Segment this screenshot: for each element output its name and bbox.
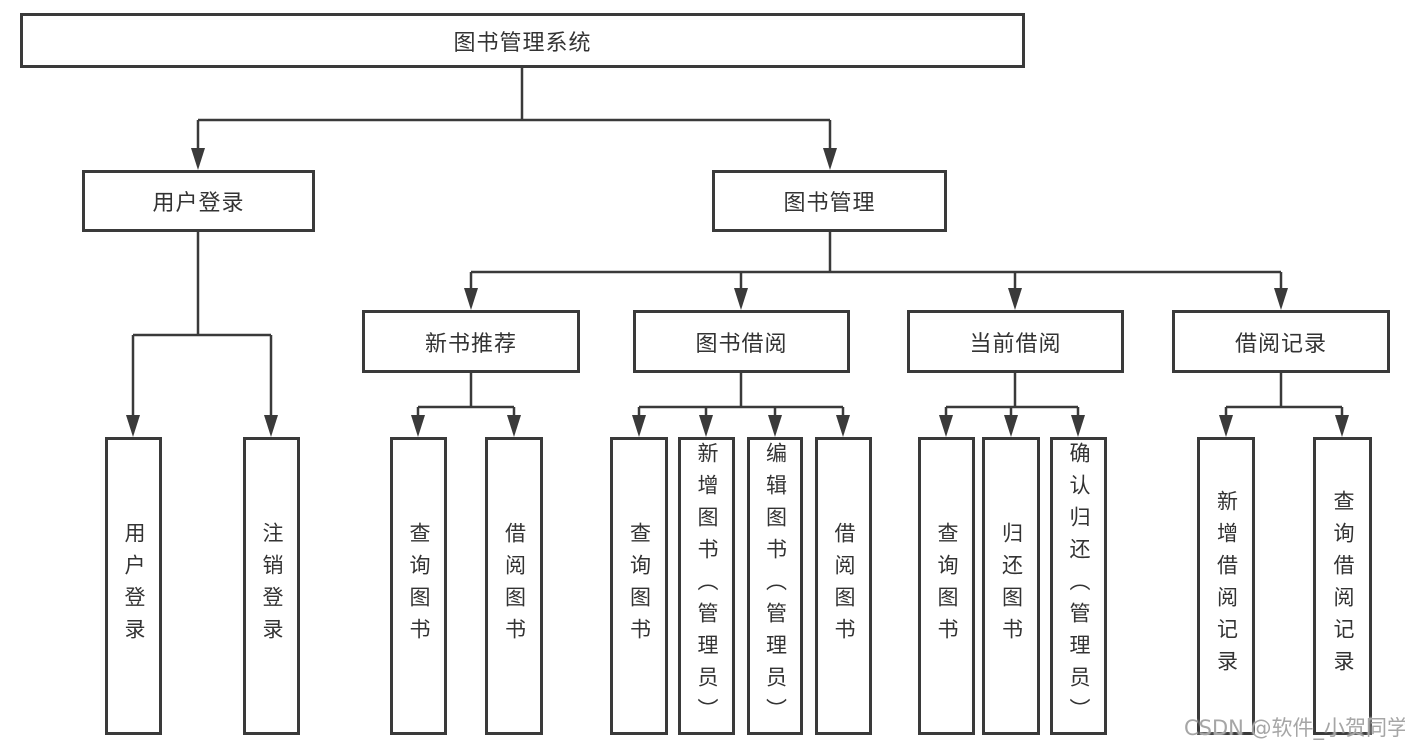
connector-book-borrow	[637, 373, 845, 415]
leaf-query-books-3: 查询图书	[918, 437, 975, 735]
arrowhead	[836, 415, 850, 437]
arrowhead	[734, 288, 748, 310]
connector-user-login	[131, 232, 273, 415]
node-label: 图书管理系统	[453, 30, 592, 56]
node-label: 用户登录	[152, 191, 245, 216]
leaf-borrow-books-2: 借阅图书	[815, 437, 872, 735]
arrowhead	[464, 288, 478, 310]
leaf-label: 归还图书	[999, 522, 1024, 650]
leaf-label: 查询图书	[935, 522, 959, 650]
leaf-label: 查询图书	[407, 522, 431, 650]
leaf-label: 查询图书	[627, 522, 652, 650]
node-label: 图书管理	[783, 191, 876, 216]
leaf-confirm-return-admin: 确认归还（管理员）	[1050, 437, 1107, 735]
leaf-add-borrow-record: 新增借阅记录	[1197, 437, 1255, 735]
leaf-return-book: 归还图书	[982, 437, 1040, 735]
connector-new-book-rec	[416, 373, 516, 415]
node-book-management: 图书管理	[712, 170, 947, 232]
leaf-borrow-books-1: 借阅图书	[485, 437, 543, 735]
leaf-label: 确认归还（管理员）	[1067, 442, 1091, 730]
node-new-book-recommend: 新书推荐	[362, 310, 580, 373]
arrowhead	[699, 415, 713, 437]
leaf-label: 借阅图书	[832, 522, 856, 650]
leaf-label: 用户登录	[122, 522, 146, 650]
watermark: CSDN @软件_小贺同学	[1184, 716, 1405, 740]
arrowhead	[1071, 415, 1085, 437]
node-label: 图书借阅	[695, 331, 788, 357]
leaf-query-books-2: 查询图书	[610, 437, 668, 735]
node-book-borrow: 图书借阅	[633, 310, 850, 373]
arrowhead	[411, 415, 425, 437]
node-label: 新书推荐	[424, 331, 517, 357]
connector-book-mgmt	[469, 232, 1283, 288]
arrowhead	[1335, 415, 1349, 437]
arrowhead	[1274, 288, 1288, 310]
arrowhead	[1008, 288, 1022, 310]
arrowhead	[823, 148, 837, 170]
connector-current-borrow	[944, 373, 1080, 415]
leaf-user-login: 用户登录	[105, 437, 162, 735]
node-user-login: 用户登录	[82, 170, 315, 232]
node-current-borrow: 当前借阅	[907, 310, 1124, 373]
arrowhead	[1219, 415, 1233, 437]
leaf-query-borrow-record: 查询借阅记录	[1313, 437, 1372, 735]
leaf-label: 注销登录	[260, 522, 284, 650]
node-root: 图书管理系统	[20, 13, 1025, 68]
arrowhead	[939, 415, 953, 437]
leaf-label: 新增借阅记录	[1214, 490, 1239, 682]
leaf-label: 查询借阅记录	[1331, 490, 1355, 682]
arrowhead	[126, 415, 140, 437]
arrowhead	[507, 415, 521, 437]
leaf-logout-login: 注销登录	[243, 437, 300, 735]
arrowhead	[768, 415, 782, 437]
node-label: 当前借阅	[969, 331, 1062, 357]
arrowhead	[632, 415, 646, 437]
connector-root-level2	[196, 68, 832, 148]
leaf-label: 借阅图书	[502, 522, 527, 650]
leaf-label: 编辑图书（管理员）	[763, 442, 788, 730]
leaf-query-books-1: 查询图书	[390, 437, 447, 735]
leaf-add-book-admin: 新增图书（管理员）	[678, 437, 735, 735]
arrowhead	[264, 415, 278, 437]
arrowhead	[1004, 415, 1018, 437]
arrowhead	[191, 148, 205, 170]
connector-borrow-record	[1224, 373, 1344, 415]
leaf-label: 新增图书（管理员）	[695, 442, 719, 730]
node-borrow-record: 借阅记录	[1172, 310, 1390, 373]
leaf-edit-book-admin: 编辑图书（管理员）	[747, 437, 803, 735]
node-label: 借阅记录	[1234, 331, 1327, 357]
